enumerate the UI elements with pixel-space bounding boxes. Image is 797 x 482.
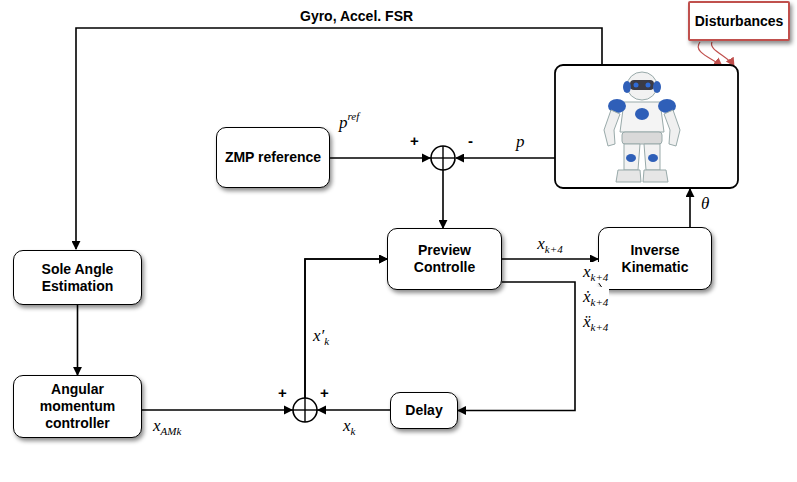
sign-mark: +: [320, 384, 329, 401]
signal-name: pref: [338, 110, 360, 133]
controller-box: Angular momentum controller: [13, 375, 142, 438]
signal-arrow: [458, 282, 575, 411]
signal-name: θ: [700, 194, 710, 214]
signal-arrow: [330, 158, 443, 228]
delay-box: Delay: [390, 392, 458, 429]
zmp-wire: [456, 157, 555, 159]
signal-name: Gyro, Accel. FSR: [300, 8, 413, 24]
disturbance-box: Disturbances: [688, 1, 790, 41]
disturbance-arrow: [698, 42, 722, 66]
box-label: Delay: [405, 402, 442, 419]
sign-mark: +: [278, 384, 287, 401]
estimator-box: Sole Angle Estimation: [13, 250, 142, 305]
signal-arrow: [142, 259, 387, 410]
box-label: Disturbances: [695, 13, 784, 30]
box-label: ZMP reference: [225, 149, 321, 166]
signal-arrow: [502, 258, 598, 260]
signal-name: x′k: [312, 326, 330, 347]
sign-mark: -: [468, 132, 473, 149]
signal-name: ẍk+4: [582, 312, 609, 333]
signal-name: xk: [342, 416, 356, 437]
box-label: Inverse Kinematic: [603, 242, 707, 276]
robot-frame: [555, 65, 738, 188]
summing-junction: [284, 398, 326, 422]
disturbance-arrow: [711, 42, 734, 66]
signal-name: p: [515, 132, 526, 152]
feedback-wire: [76, 28, 602, 249]
box-label: Sole Angle Estimation: [18, 261, 137, 295]
controller-box: Preview Controlle: [387, 228, 502, 290]
box-label: Angular momentum controller: [18, 381, 137, 431]
signal-arrow: [77, 305, 79, 375]
signal-arrow: [305, 259, 390, 410]
summing-junction: [422, 146, 455, 170]
signal-name: xAMk: [152, 416, 182, 437]
signal-name: ẋk+4: [582, 287, 609, 308]
signal-name: xk+4: [536, 234, 563, 255]
kinematics-box: Inverse Kinematic: [598, 227, 712, 290]
reference-box: ZMP reference: [216, 127, 330, 188]
signal-name: xk+4: [582, 262, 609, 283]
sign-mark: +: [410, 132, 419, 149]
box-label: Preview Controlle: [392, 242, 497, 276]
joint-wire: [689, 189, 691, 227]
robot-figure: [604, 72, 680, 182]
